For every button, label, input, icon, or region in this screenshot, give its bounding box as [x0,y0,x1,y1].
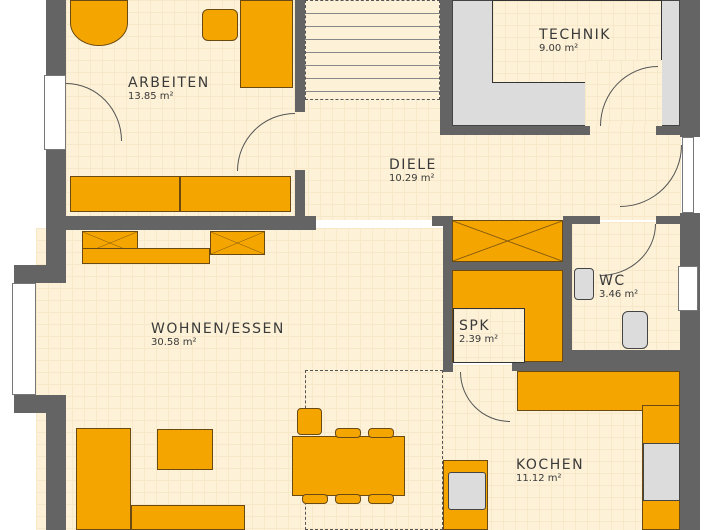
wall [656,126,680,135]
floor-technik-door [585,60,662,126]
chair [368,494,394,504]
wall [14,265,66,283]
wall [295,170,305,220]
ottoman [157,429,213,470]
office-chair [202,9,238,41]
washbasin-icon [574,268,594,300]
sink-icon [643,443,680,501]
sideboard [82,248,210,264]
wall [563,216,572,364]
staircase [305,0,440,100]
entrance-door-frame [682,137,694,213]
window [12,283,36,395]
wall [440,0,452,135]
desk [240,0,293,88]
wall [46,0,66,75]
shelf [180,176,291,212]
chair [297,408,322,435]
wall [680,213,700,530]
wall [432,216,452,226]
wall [46,413,66,530]
kitchen-counter [517,371,680,411]
chair [335,494,361,504]
wall [66,216,316,230]
wall [440,126,590,135]
wall [452,262,563,270]
floor-spk [453,308,525,363]
wall [14,395,66,413]
wall [295,0,305,112]
wall [46,150,66,265]
toilet-icon [622,311,648,349]
window [44,75,66,150]
dining-table [292,436,405,496]
wall [512,362,680,371]
wall [680,0,700,137]
stove-icon [448,472,486,510]
wardrobe [452,220,563,262]
wall [656,216,680,224]
sofa [131,505,245,530]
shelf [70,176,180,212]
chair [368,428,394,438]
cabinet [210,231,265,255]
chair [302,494,328,504]
wall [443,216,453,372]
wall [563,216,600,224]
chair [335,428,361,438]
sofa [76,428,131,530]
wall [572,350,680,362]
armchair [70,0,128,46]
window [678,266,698,311]
